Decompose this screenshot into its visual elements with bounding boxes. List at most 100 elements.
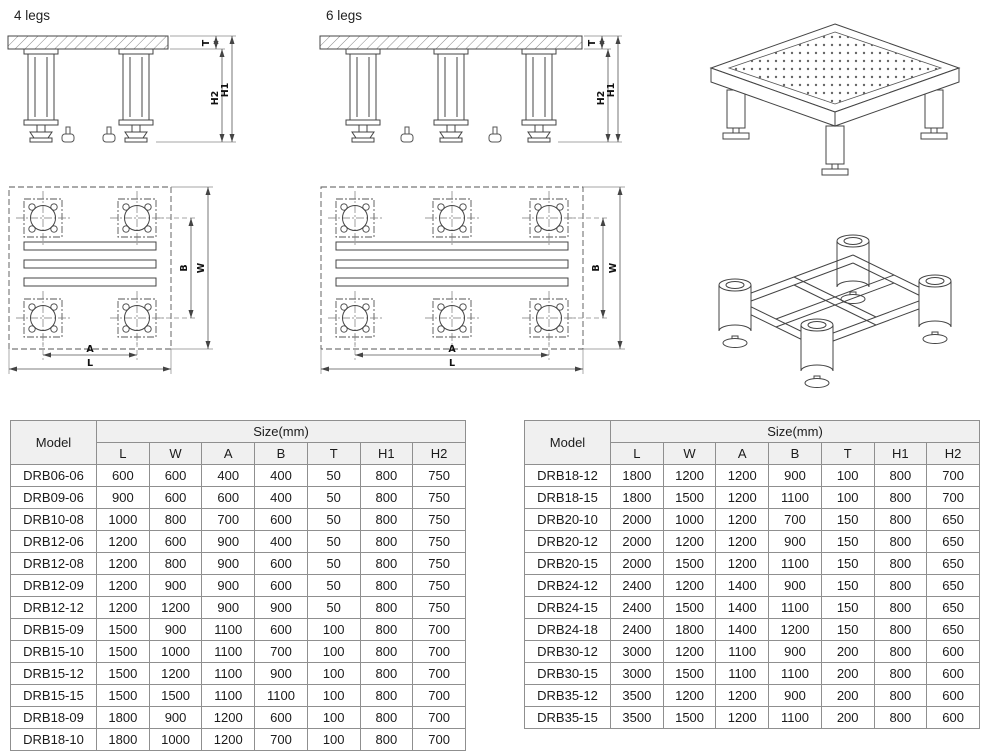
tabletop-slab [319, 35, 583, 50]
size-cell: 800 [873, 684, 928, 707]
size-cell: 1200 [715, 486, 770, 509]
size-cell: 600 [148, 464, 203, 487]
dim-label-l: L [87, 358, 93, 369]
size-column-header: H2 [926, 442, 980, 465]
size-cell: 1800 [96, 706, 150, 729]
size-cell: 1200 [662, 530, 717, 553]
model-cell: DRB15-10 [10, 640, 97, 663]
size-cell: 100 [820, 464, 875, 487]
size-cell: 800 [359, 706, 414, 729]
size-cell: 900 [768, 640, 822, 663]
size-cell: 800 [148, 552, 203, 575]
size-header: Size(mm) [610, 420, 980, 443]
size-cell: 800 [873, 530, 928, 553]
dim-label-t: T [201, 39, 212, 46]
size-cell: 800 [873, 662, 928, 685]
size-cell: 1100 [201, 684, 256, 707]
size-cell: 200 [820, 640, 875, 663]
size-cell: 800 [359, 530, 414, 553]
model-cell: DRB30-15 [524, 662, 611, 685]
model-cell: DRB18-15 [524, 486, 611, 509]
size-cell: 1200 [201, 706, 256, 729]
size-cell: 800 [359, 640, 414, 663]
size-cell: 1100 [768, 596, 822, 619]
dim-label-b: B [591, 264, 602, 271]
size-cell: 1100 [201, 662, 256, 685]
size-cell: 650 [926, 596, 980, 619]
size-cell: 50 [306, 596, 361, 619]
size-cell: 1500 [96, 684, 150, 707]
dim-label-b: B [179, 264, 190, 271]
size-cell: 600 [254, 552, 308, 575]
dim-label-h1: H1 [606, 83, 617, 98]
dim-label-w: W [196, 262, 207, 273]
size-cell: 3500 [610, 684, 664, 707]
size-cell: 1200 [148, 662, 203, 685]
size-cell: 50 [306, 486, 361, 509]
size-cell: 700 [768, 508, 822, 531]
size-cell: 900 [768, 574, 822, 597]
model-cell: DRB30-12 [524, 640, 611, 663]
size-cell: 1200 [96, 552, 150, 575]
size-cell: 50 [306, 574, 361, 597]
size-cell: 2000 [610, 552, 664, 575]
size-column-header: B [254, 442, 308, 465]
size-cell: 1100 [768, 552, 822, 575]
model-cell: DRB06-06 [10, 464, 97, 487]
dim-label-h2: H2 [210, 91, 221, 106]
size-cell: 100 [306, 728, 361, 751]
iso-leg-front [800, 318, 834, 388]
size-cell: 100 [306, 640, 361, 663]
size-cell: 50 [306, 508, 361, 531]
size-cell: 200 [820, 684, 875, 707]
model-cell: DRB12-08 [10, 552, 97, 575]
size-cell: 800 [359, 464, 414, 487]
size-cell: 1200 [715, 464, 770, 487]
size-cell: 400 [201, 464, 256, 487]
four-legs-label: 4 legs [14, 8, 51, 23]
size-cell: 150 [820, 574, 875, 597]
size-cell: 1500 [148, 684, 203, 707]
size-cell: 750 [412, 596, 466, 619]
size-cell: 800 [359, 728, 414, 751]
frame-rails [23, 241, 157, 287]
dimensions: T H2 H1 [156, 35, 236, 143]
size-cell: 800 [873, 486, 928, 509]
size-cell: 2400 [610, 618, 664, 641]
model-cell: DRB35-15 [524, 706, 611, 729]
model-cell: DRB24-18 [524, 618, 611, 641]
four-legs-side-view: T H2 H1 [7, 35, 236, 143]
size-cell: 3000 [610, 662, 664, 685]
size-cell: 750 [412, 574, 466, 597]
size-cell: 750 [412, 530, 466, 553]
model-cell: DRB15-12 [10, 662, 97, 685]
size-cell: 400 [254, 486, 308, 509]
four-legs-plan-view: A L B W [8, 186, 213, 374]
legs [23, 48, 154, 143]
size-cell: 900 [768, 530, 822, 553]
size-cell: 700 [926, 464, 980, 487]
iso-leg-right [918, 274, 952, 344]
size-cell: 1200 [715, 508, 770, 531]
tabletop-outline [320, 186, 584, 350]
size-cell: 1200 [96, 530, 150, 553]
model-cell: DRB12-12 [10, 596, 97, 619]
size-cell: 1000 [148, 728, 203, 751]
size-cell: 800 [873, 574, 928, 597]
dim-label-t: T [587, 39, 598, 46]
size-cell: 800 [359, 618, 414, 641]
size-cell: 600 [926, 640, 980, 663]
size-cell: 800 [873, 596, 928, 619]
size-column-header: L [610, 442, 664, 465]
size-cell: 1500 [662, 552, 717, 575]
model-cell: DRB12-06 [10, 530, 97, 553]
size-cell: 1000 [96, 508, 150, 531]
